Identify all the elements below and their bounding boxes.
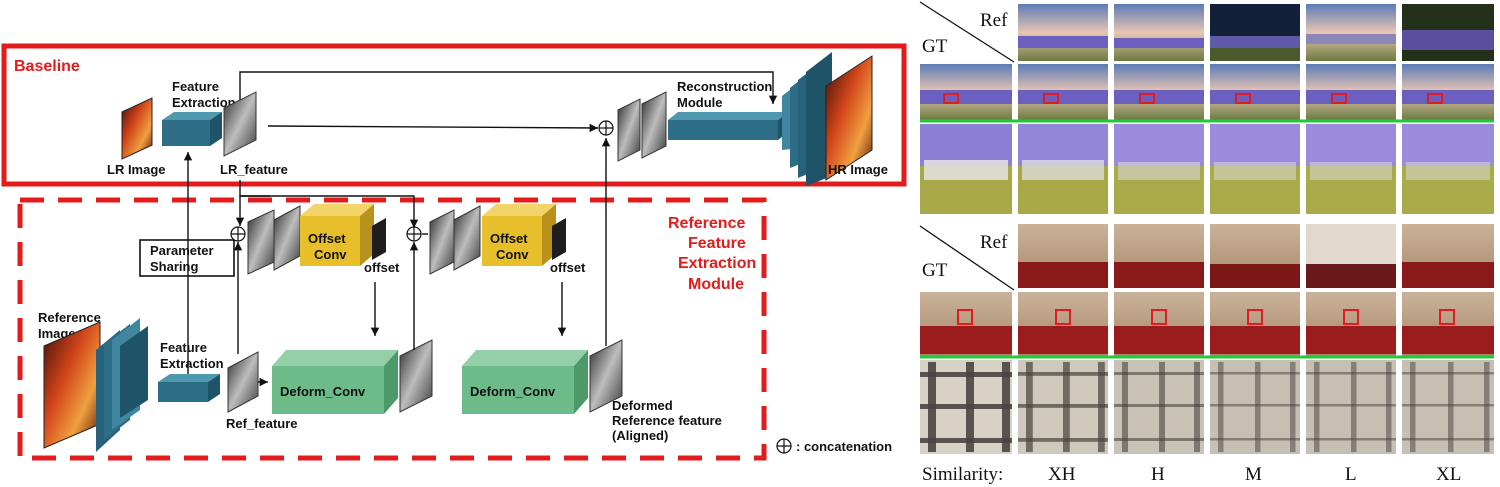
header-diagonal-2: [919, 225, 1015, 291]
panel1-gt-row: [920, 64, 1494, 123]
deformed-label-3: (Aligned): [612, 428, 668, 443]
similarity-label: Similarity:: [922, 464, 1003, 485]
parameter-sharing-label: Parameter: [150, 243, 214, 258]
reconstruction-block: [668, 120, 778, 140]
lr-feature-label: LR_feature: [220, 162, 288, 177]
offset-conv-1-label-2: Conv: [314, 247, 347, 262]
lr-image-label: LR Image: [107, 162, 166, 177]
window-grid: [920, 362, 1494, 452]
similarity-level-xl: XL: [1436, 464, 1461, 485]
concat-features-top: [641, 91, 667, 159]
baseline-title: Baseline: [14, 58, 80, 75]
offset-conv-2-label: Offset: [490, 231, 528, 246]
lr-feature-map: [223, 91, 257, 157]
reconstruction-label-2: Module: [677, 95, 723, 110]
offset-conv-2-label-2: Conv: [496, 247, 529, 262]
offset-conv-1: [300, 216, 360, 266]
feature-extraction-block-bottom: [158, 382, 208, 402]
offset-label-2: offset: [550, 260, 586, 275]
deform-conv-1: [272, 366, 384, 414]
offset-map-1: [372, 218, 386, 260]
deform-conv-2-label: Deform_Conv: [470, 384, 556, 399]
gt-label-2: GT: [922, 260, 948, 281]
similarity-level-m: M: [1245, 464, 1262, 485]
concat-features-1: [273, 205, 301, 271]
parameter-sharing-label-2: Sharing: [150, 259, 198, 274]
ref-module-title: Reference: [668, 215, 745, 232]
deform-conv-1-label: Deform_Conv: [280, 384, 366, 399]
feature-extraction-label-bottom: Feature: [160, 340, 207, 355]
baseline-box: [1, 43, 907, 187]
deformed-label-2: Reference feature: [612, 413, 722, 428]
offset-conv-2: [482, 216, 542, 266]
similarity-level-xh: XH: [1048, 464, 1076, 485]
concat-features-2: [453, 205, 481, 271]
hr-image: [825, 55, 873, 181]
similarity-level-h: H: [1151, 464, 1165, 485]
panel2-ref-row: [1018, 224, 1494, 288]
offset-label-1: offset: [364, 260, 400, 275]
lr-image: [121, 97, 153, 160]
feature-extraction-label-top: Feature: [172, 79, 219, 94]
ref-label-1: Ref: [980, 10, 1008, 31]
ref-module-title-4: Module: [688, 276, 744, 293]
parameter-sharing-box: [139, 239, 235, 277]
reconstruction-label: Reconstruction: [677, 79, 772, 94]
deform-conv-2: [462, 366, 574, 414]
deformed-label: Deformed: [612, 398, 673, 413]
similarity-level-l: L: [1345, 464, 1357, 485]
hr-image-label: HR Image: [828, 162, 888, 177]
ref-feature-map: [227, 351, 259, 413]
ref-module-title-2: Feature: [688, 235, 746, 252]
concat-legend-label: : concatenation: [796, 439, 892, 454]
header-diagonal-1: [919, 1, 1015, 63]
ref-feature-label: Ref_feature: [226, 416, 298, 431]
feature-extraction-block-top: [162, 112, 222, 120]
reference-image-label: Reference: [38, 310, 101, 325]
panel2-gt-row: [920, 292, 1494, 359]
feature-extraction-label-bottom-2: Extraction: [160, 356, 224, 371]
offset-map-2: [552, 218, 566, 260]
feature-extraction-label-top-2: Extraction: [172, 95, 236, 110]
deformed-map-2: [589, 339, 623, 413]
panel1-ref-row: [1018, 4, 1494, 61]
panel1-zoom-row: [920, 124, 1494, 214]
reference-module-box: [17, 197, 767, 461]
ref-module-title-3: Extraction: [678, 255, 756, 272]
ref-label-2: Ref: [980, 232, 1008, 253]
offset-conv-1-label: Offset: [308, 231, 346, 246]
deformed-map-1: [399, 339, 433, 413]
gt-label-1: GT: [922, 36, 948, 57]
